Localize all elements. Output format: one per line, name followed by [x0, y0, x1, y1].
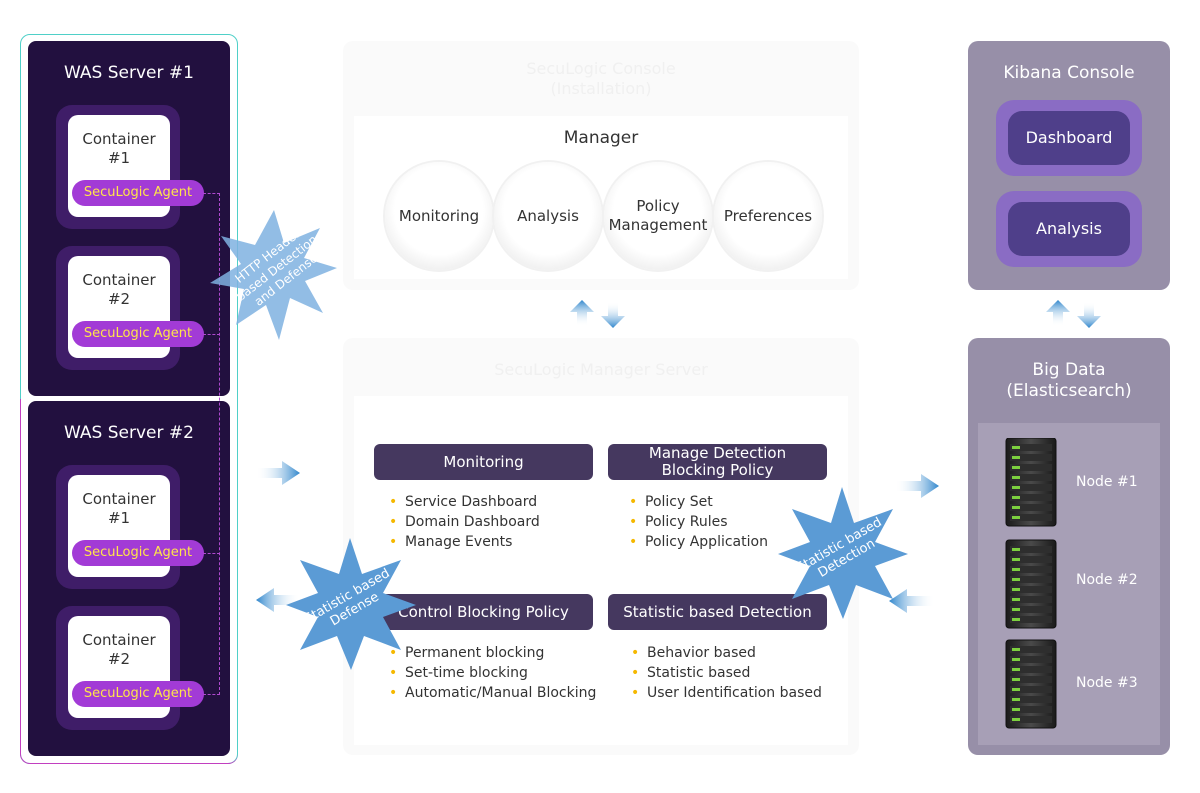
console-title: SecuLogic Console (Installation) [526, 59, 676, 98]
control-blocking-header: Control Blocking Policy [374, 594, 593, 630]
server-rack-icons [1005, 438, 1057, 729]
statistic-detection-header: Statistic based Detection [608, 594, 827, 630]
arrow-right-icon [256, 461, 300, 485]
kibana-console-panel: Kibana Console Dashboard Analysis [968, 41, 1170, 290]
analysis-circle: Analysis [494, 162, 602, 270]
container-box: Container #1 [56, 105, 180, 229]
server-rack-icon [1005, 639, 1057, 729]
container-label: Container #2 [82, 271, 156, 308]
monitoring-list: Service Dashboard Domain Dashboard Manag… [389, 492, 540, 552]
arrow-right-icon [895, 474, 939, 498]
monitoring-circle: Monitoring [385, 162, 493, 270]
preferences-circle: Preferences [714, 162, 822, 270]
agent-badge: SecuLogic Agent [72, 321, 204, 347]
agent-badge: SecuLogic Agent [72, 540, 204, 566]
list-item: Domain Dashboard [389, 512, 540, 532]
policy-management-circle: Policy Management [604, 162, 712, 270]
list-item: Policy Rules [629, 512, 768, 532]
dashboard-button: Dashboard [1008, 111, 1130, 165]
kibana-button-frame: Analysis [996, 191, 1142, 267]
agent-connector [203, 694, 220, 695]
arrow-left-icon [256, 588, 300, 612]
node-label: Node #3 [1076, 675, 1138, 691]
bigdata-title: Big Data (Elasticsearch) [1006, 360, 1132, 401]
arrow-up-icon [1046, 300, 1070, 326]
agent-connector [203, 334, 220, 335]
list-item: Policy Application [629, 532, 768, 552]
list-item: Statistic based [631, 663, 822, 683]
container-label: Container #2 [82, 631, 156, 668]
agent-connector [203, 553, 220, 554]
list-item: Set-time blocking [389, 663, 596, 683]
arrow-up-icon [570, 300, 594, 326]
list-item: Manage Events [389, 532, 540, 552]
analysis-button: Analysis [1008, 202, 1130, 256]
agent-badge: SecuLogic Agent [72, 681, 204, 707]
kibana-button-frame: Dashboard [996, 100, 1142, 176]
agent-connector [203, 193, 220, 194]
arrow-down-icon [1077, 302, 1101, 328]
was-server-1: WAS Server #1 Container #1 SecuLogic Age… [28, 41, 230, 396]
container-box: Container #1 [56, 465, 180, 589]
node-label: Node #2 [1076, 572, 1138, 588]
arrow-down-icon [601, 302, 625, 328]
container-box: Container #2 [56, 606, 180, 730]
container-box: Container #2 [56, 246, 180, 370]
server-title: SecuLogic Manager Server [494, 360, 708, 379]
was-server-title: WAS Server #2 [64, 423, 194, 443]
list-item: Permanent blocking [389, 643, 596, 663]
container-label: Container #1 [82, 130, 156, 167]
bigdata-panel: Big Data (Elasticsearch) [968, 338, 1170, 755]
monitoring-header: Monitoring [374, 444, 593, 480]
list-item: Automatic/Manual Blocking [389, 683, 596, 703]
list-item: Service Dashboard [389, 492, 540, 512]
container-label: Container #1 [82, 490, 156, 527]
server-rack-icon [1005, 539, 1057, 629]
list-item: User Identification based [631, 683, 822, 703]
node-label: Node #1 [1076, 474, 1138, 490]
was-group-frame-accent [20, 399, 238, 764]
manage-detection-list: Policy Set Policy Rules Policy Applicati… [629, 492, 768, 552]
list-item: Behavior based [631, 643, 822, 663]
statistic-detection-list: Behavior based Statistic based User Iden… [631, 643, 822, 703]
was-server-2: WAS Server #2 Container #1 SecuLogic Age… [28, 401, 230, 756]
manager-title: Manager [563, 128, 639, 148]
was-server-title: WAS Server #1 [64, 63, 194, 83]
manage-detection-header: Manage Detection Blocking Policy [608, 444, 827, 480]
server-rack-icon [1005, 438, 1057, 527]
arrow-left-icon [889, 589, 935, 613]
kibana-title: Kibana Console [1003, 63, 1135, 83]
control-blocking-list: Permanent blocking Set-time blocking Aut… [389, 643, 596, 703]
agent-badge: SecuLogic Agent [72, 180, 204, 206]
agent-bus-line [219, 193, 220, 695]
list-item: Policy Set [629, 492, 768, 512]
